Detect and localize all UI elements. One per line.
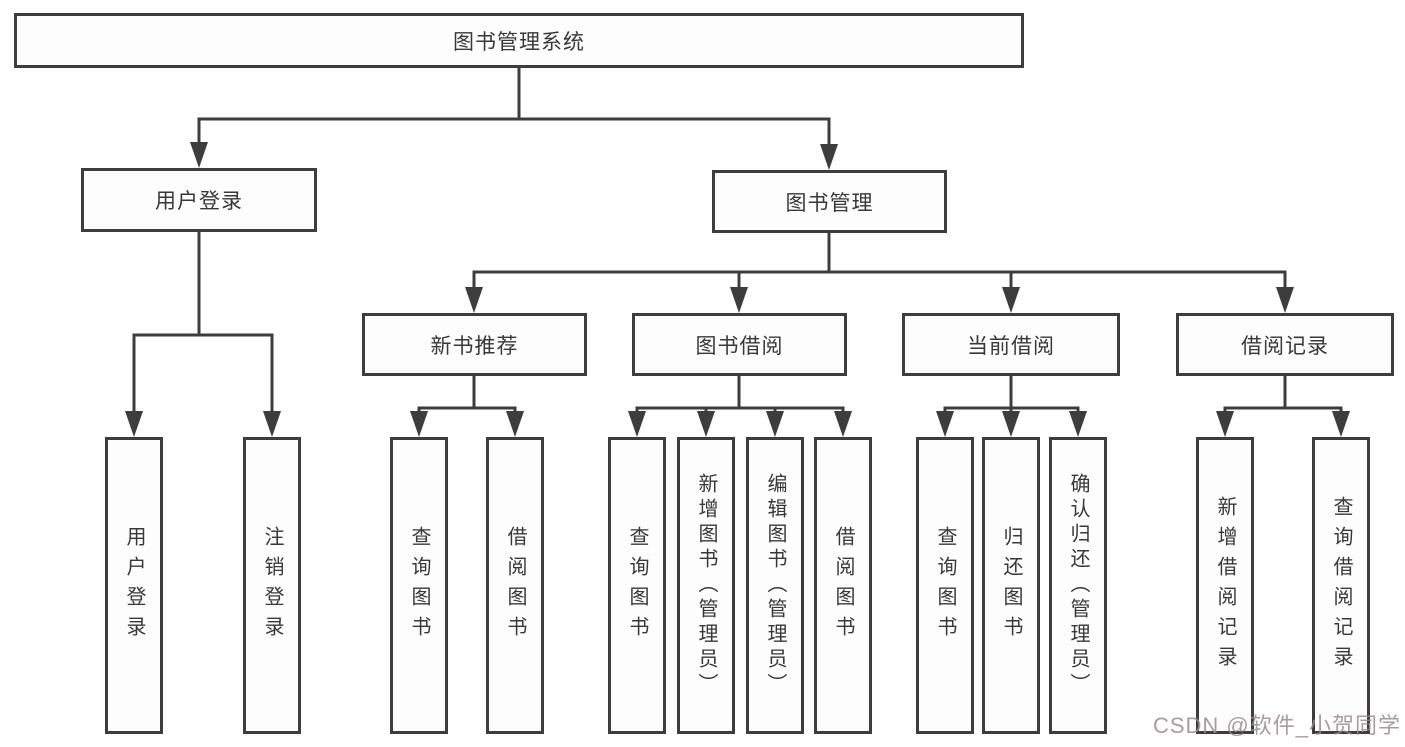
node-book-management: 图书管理 <box>712 170 947 233</box>
arrowhead <box>628 411 646 437</box>
leaf-edit-book-admin: 编辑图书（管理员） <box>746 437 804 734</box>
arrowhead <box>834 411 852 437</box>
leaf-borrow-book-recommend: 借阅图书 <box>486 437 544 734</box>
node-label: 图书管理系统 <box>453 30 585 54</box>
node-current-borrow: 当前借阅 <box>902 313 1120 376</box>
arrowhead <box>506 411 524 437</box>
arrowhead <box>936 411 954 437</box>
arrowhead <box>465 287 483 313</box>
leaf-borrow-book: 借阅图书 <box>814 437 872 734</box>
node-label: 编辑图书（管理员） <box>764 473 786 698</box>
node-root-system: 图书管理系统 <box>14 13 1024 68</box>
node-user-login: 用户登录 <box>81 168 317 232</box>
node-label: 当前借阅 <box>967 334 1055 358</box>
arrowhead <box>1216 411 1234 437</box>
node-label: 查询图书 <box>626 525 648 646</box>
node-label: 查询借阅记录 <box>1330 495 1352 676</box>
node-label: 查询图书 <box>408 525 430 646</box>
arrowhead <box>410 411 428 437</box>
leaf-return-book: 归还图书 <box>982 437 1040 734</box>
leaf-user-login: 用户登录 <box>105 437 163 734</box>
leaf-query-book-borrow: 查询图书 <box>608 437 666 734</box>
arrowhead <box>1276 287 1294 313</box>
arrowhead <box>820 144 838 170</box>
node-label: 借阅记录 <box>1241 334 1329 358</box>
leaf-add-book-admin: 新增图书（管理员） <box>677 437 735 734</box>
node-label: 新书推荐 <box>430 334 519 358</box>
arrowhead <box>1002 287 1020 313</box>
leaf-query-borrow-record: 查询借阅记录 <box>1312 437 1370 734</box>
node-label: 查询图书 <box>934 525 956 646</box>
leaf-logout: 注销登录 <box>243 437 301 734</box>
arrowhead <box>1069 411 1087 437</box>
arrowhead <box>1332 411 1350 437</box>
node-new-book-recommend: 新书推荐 <box>362 313 587 376</box>
node-label: 用户登录 <box>155 190 243 213</box>
node-book-borrow: 图书借阅 <box>632 313 847 376</box>
arrowhead <box>125 411 143 437</box>
node-label: 用户登录 <box>123 525 145 646</box>
node-label: 新增借阅记录 <box>1214 495 1236 676</box>
leaf-query-book-current: 查询图书 <box>916 437 974 734</box>
node-label: 确认归还（管理员） <box>1067 473 1089 698</box>
node-label: 注销登录 <box>261 525 283 646</box>
node-label: 图书借阅 <box>695 334 784 358</box>
arrowhead <box>263 411 281 437</box>
arrowhead <box>697 411 715 437</box>
arrowhead <box>766 411 784 437</box>
leaf-confirm-return-admin: 确认归还（管理员） <box>1049 437 1107 734</box>
arrowhead <box>190 142 208 168</box>
node-label: 新增图书（管理员） <box>695 473 717 698</box>
leaf-query-book-recommend: 查询图书 <box>390 437 448 734</box>
arrowhead <box>730 287 748 313</box>
leaf-add-borrow-record: 新增借阅记录 <box>1196 437 1254 734</box>
node-label: 借阅图书 <box>504 525 526 646</box>
arrowhead <box>1002 411 1020 437</box>
node-label: 图书管理 <box>785 191 874 215</box>
node-label: 借阅图书 <box>832 525 854 646</box>
node-label: 归还图书 <box>1000 525 1022 646</box>
node-borrow-record: 借阅记录 <box>1176 313 1394 376</box>
